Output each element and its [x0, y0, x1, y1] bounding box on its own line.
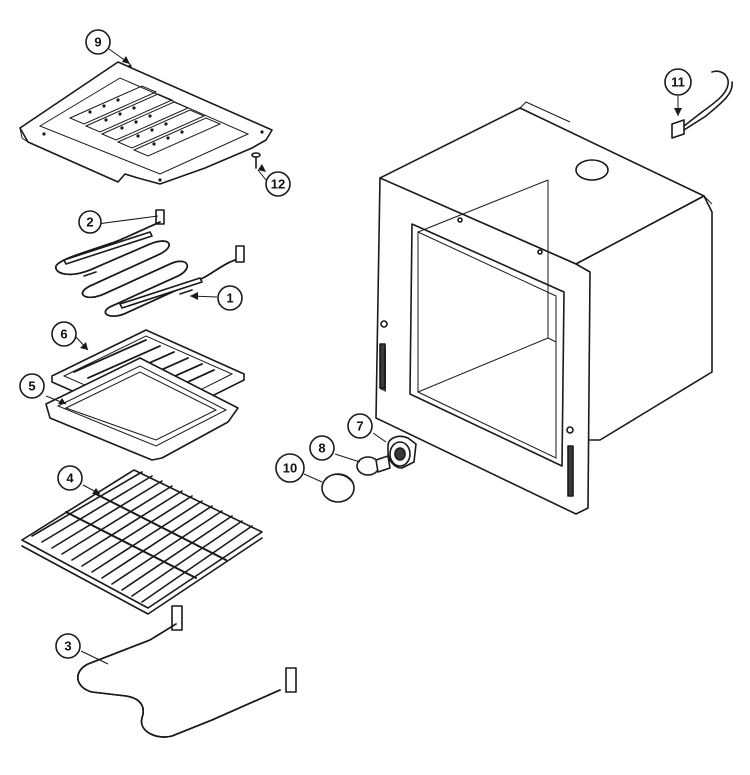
callout-9: 9	[85, 29, 111, 55]
callout-7-label: 7	[356, 419, 363, 434]
callout-8-label: 8	[318, 441, 325, 456]
callout-1-label: 1	[226, 291, 233, 306]
callout-10-label: 10	[283, 461, 297, 476]
callout-3-label: 3	[64, 639, 71, 654]
part-5-broiler-pan	[45, 357, 239, 461]
oven-cavity	[375, 101, 713, 515]
part-8-bulb	[356, 455, 391, 476]
callout-2-label: 2	[86, 215, 93, 230]
callout-12-label: 12	[271, 177, 285, 192]
callout-4: 4	[57, 465, 83, 491]
callout-12: 12	[265, 171, 291, 197]
callout-11: 11	[664, 68, 692, 96]
callout-5-label: 5	[28, 379, 35, 394]
callout-6-label: 6	[60, 327, 67, 342]
part-12-screw	[251, 152, 261, 169]
callout-1: 1	[217, 285, 243, 311]
callout-10: 10	[275, 453, 305, 483]
part-10-lamp-cover	[321, 473, 355, 503]
callout-3: 3	[55, 633, 81, 659]
callout-11-label: 11	[671, 75, 685, 90]
part-7-lamp-socket	[387, 435, 417, 469]
part-1-element-brackets	[63, 231, 203, 309]
callout-4-label: 4	[66, 471, 74, 486]
part-11-sensor	[671, 70, 733, 139]
leader-arrowheads	[58, 56, 682, 494]
callout-9-label: 9	[94, 35, 101, 50]
part-4-oven-rack	[21, 469, 263, 615]
part-9-burner-plate	[19, 61, 273, 185]
callout-2: 2	[78, 210, 102, 234]
part-2-broil-element	[55, 209, 245, 317]
part-3-bake-element	[77, 605, 297, 738]
callout-5: 5	[19, 373, 45, 399]
callout-7: 7	[347, 413, 373, 439]
callout-6: 6	[51, 321, 77, 347]
callout-8: 8	[309, 435, 335, 461]
